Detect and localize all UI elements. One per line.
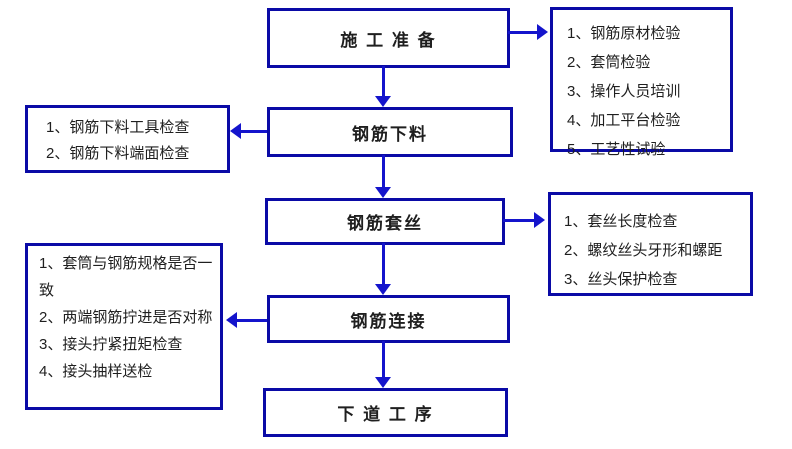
left-arrow-icon (230, 123, 241, 139)
list-item: 3、操作人员培训 (567, 83, 681, 100)
list-item: 2、套筒检验 (567, 54, 651, 71)
right-arrow-icon (537, 24, 548, 40)
connector-line (382, 66, 385, 97)
down-arrow-icon (375, 96, 391, 107)
flow-step-label: 钢筋下料 (352, 124, 428, 144)
list-item: 4、接头抽样送检 (39, 363, 153, 380)
flow-step-next-process: 下 道 工 序 (263, 388, 508, 437)
flow-step-label: 钢筋连接 (350, 311, 427, 331)
flow-step-rebar-connection: 钢筋连接 (267, 295, 510, 343)
left-arrow-icon (226, 312, 237, 328)
flow-step-rebar-threading: 钢筋套丝 (265, 198, 505, 245)
list-item: 1、套筒与钢筋规格是否一致 (39, 255, 213, 299)
list-item: 2、螺纹丝头牙形和螺距 (564, 242, 723, 259)
flow-step-label: 施 工 准 备 (340, 30, 437, 50)
list-item: 1、钢筋原材检验 (567, 25, 681, 42)
flow-step-construction-preparation: 施 工 准 备 (267, 8, 510, 68)
list-item: 5、工艺性试验 (567, 141, 666, 158)
list-item: 2、两端钢筋拧进是否对称 (39, 309, 213, 326)
connector-line (382, 155, 385, 187)
checklist-threading-inspections: 1、套丝长度检查 2、螺纹丝头牙形和螺距 3、丝头保护检查 (548, 192, 753, 296)
checklist-cutting-inspections: 1、钢筋下料工具检查 2、钢筋下料端面检查 (25, 105, 230, 173)
down-arrow-icon (375, 187, 391, 198)
list-item: 1、套丝长度检查 (564, 213, 678, 230)
list-item: 4、加工平台检验 (567, 112, 681, 129)
connector-line (241, 130, 267, 133)
list-item: 1、钢筋下料工具检查 (46, 119, 190, 136)
right-arrow-icon (534, 212, 545, 228)
checklist-preparation-inspections: 1、钢筋原材检验 2、套筒检验 3、操作人员培训 4、加工平台检验 5、工艺性试… (550, 7, 733, 158)
connector-line (382, 243, 385, 284)
flow-step-label: 下 道 工 序 (337, 405, 434, 424)
down-arrow-icon (375, 284, 391, 295)
flow-step-rebar-cutting: 钢筋下料 (267, 107, 513, 157)
checklist-connection-inspections: 1、套筒与钢筋规格是否一致 2、两端钢筋拧进是否对称 3、接头拧紧扭矩检查 4、… (25, 243, 223, 410)
down-arrow-icon (375, 377, 391, 388)
connector-line (382, 341, 385, 377)
connector-line (503, 219, 534, 222)
list-item: 3、接头拧紧扭矩检查 (39, 336, 183, 353)
list-item: 2、钢筋下料端面检查 (46, 145, 190, 162)
flow-step-label: 钢筋套丝 (347, 214, 423, 233)
connector-line (508, 31, 537, 34)
connector-line (237, 319, 267, 322)
list-item: 3、丝头保护检查 (564, 271, 678, 288)
